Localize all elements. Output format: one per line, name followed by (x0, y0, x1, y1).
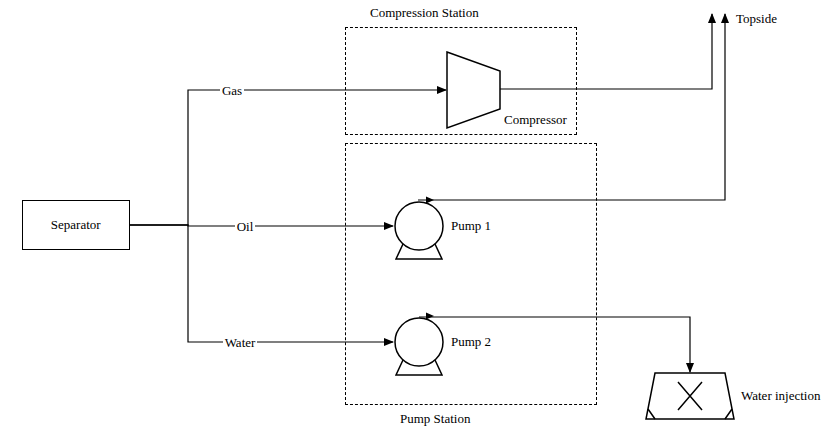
outlet-arrow (426, 197, 434, 204)
equipment-label: Pump 2 (451, 334, 491, 349)
injection-part (648, 409, 732, 419)
pump-part (395, 202, 443, 250)
pump-outline (393, 201, 445, 261)
injection-outline (645, 372, 735, 420)
injection-part (678, 382, 702, 410)
pump-outline (393, 317, 445, 377)
flow-line (419, 317, 690, 372)
equipment-label: Pump 1 (451, 218, 491, 233)
flow-line (130, 90, 446, 225)
pump-part (396, 244, 442, 259)
equipment-label: Water injection (741, 388, 820, 403)
pump-part (395, 318, 443, 366)
oil-outlet-line (418, 14, 725, 200)
equipment-label: Compressor (504, 112, 567, 127)
pump-symbol: Pump 2 (393, 317, 445, 377)
pump-symbol: Pump 1 (393, 201, 445, 261)
compressor-symbol: Compressor (446, 51, 501, 129)
station-title: Pump Station (400, 411, 470, 426)
compressor-part (447, 52, 500, 128)
station-box: Compression StationCompressor (345, 27, 577, 135)
stream-label: Gas (220, 83, 244, 98)
station-title: Compression Station (370, 5, 479, 20)
separator-box: Separator (22, 200, 130, 250)
box-label: Separator (51, 217, 101, 232)
outlet-arrow (426, 313, 434, 320)
flow-line (130, 225, 393, 342)
stream-label: Oil (235, 219, 256, 234)
injection-symbol: Water injection (645, 372, 735, 420)
injection-part (646, 373, 734, 419)
pump-part (396, 360, 442, 375)
compressor-outline (446, 51, 501, 129)
stream-label: Water (223, 335, 258, 350)
destination-label: Topside (736, 11, 777, 26)
station-box: Pump StationPump 1Pump 2 (345, 143, 597, 405)
gas-outlet-line (500, 14, 712, 89)
